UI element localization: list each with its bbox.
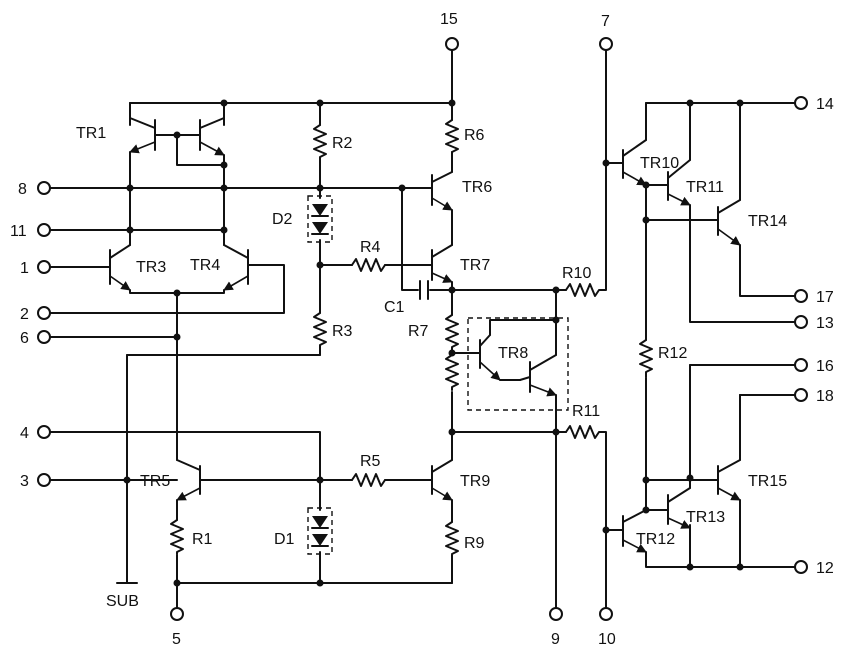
pin-17-terminal [794, 289, 808, 303]
tr10-label: TR10 [640, 155, 679, 172]
r9-symbol [445, 521, 459, 555]
pin-labels: 15 7 8 11 1 2 6 4 3 5 9 10 14 17 13 16 1… [10, 11, 834, 648]
d2-label: D2 [272, 211, 293, 228]
c1-label: C1 [384, 299, 405, 316]
r5-symbol [351, 473, 388, 487]
resistors [170, 119, 653, 555]
r2-label: R2 [332, 135, 353, 152]
c1-symbol [419, 280, 429, 300]
r4-symbol [351, 258, 388, 272]
pin-7-label: 7 [601, 13, 610, 30]
tr14-label: TR14 [748, 213, 787, 230]
pin-10-label: 10 [598, 631, 616, 648]
tr15-label: TR15 [748, 473, 787, 490]
pin-15-terminal [445, 37, 459, 51]
r7b-symbol [445, 354, 459, 391]
tr4-label: TR4 [190, 257, 220, 274]
pin-13-label: 13 [816, 315, 834, 332]
pin-16-label: 16 [816, 358, 834, 375]
pin-2-label: 2 [20, 306, 29, 323]
r12-label: R12 [658, 345, 687, 362]
pin-1-label: 1 [20, 260, 29, 277]
tr6-label: TR6 [462, 179, 492, 196]
pin-5-terminal [170, 607, 184, 621]
tr9-label: TR9 [460, 473, 490, 490]
tr8-label: TR8 [498, 345, 528, 362]
pin-13-terminal [794, 315, 808, 329]
tr1-label: TR1 [76, 125, 106, 142]
pin-3-label: 3 [20, 473, 29, 490]
pin-12-label: 12 [816, 560, 834, 577]
r6-label: R6 [464, 127, 485, 144]
r12-symbol [639, 339, 653, 378]
junctions [123, 99, 744, 587]
pin-6-terminal [37, 330, 51, 344]
pin-6-label: 6 [20, 330, 29, 347]
r6-symbol [445, 119, 459, 153]
r11-symbol [565, 425, 602, 439]
component-labels: TR1 TR3 TR4 TR5 TR6 TR7 TR8 TR9 TR10 TR1… [76, 125, 787, 610]
tr11-label: TR11 [686, 179, 724, 196]
transistors [109, 102, 741, 553]
pin-14-terminal [794, 96, 808, 110]
pin-18-label: 18 [816, 388, 834, 405]
pin-9-label: 9 [551, 631, 560, 648]
r9-label: R9 [464, 535, 485, 552]
tr7-label: TR7 [460, 257, 490, 274]
r5-label: R5 [360, 453, 381, 470]
r4-label: R4 [360, 239, 381, 256]
tr13-label: TR13 [686, 509, 725, 526]
pin-8-terminal [37, 181, 51, 195]
pin-2-terminal [37, 306, 51, 320]
r11-label: R11 [572, 403, 600, 420]
pin-7-terminal [599, 37, 613, 51]
pin-4-terminal [37, 425, 51, 439]
pin-9-terminal [549, 607, 563, 621]
r1-symbol [170, 519, 184, 555]
r3-label: R3 [332, 323, 353, 340]
sub-label: SUB [106, 593, 139, 610]
pin-1-terminal [37, 260, 51, 274]
pin-14-label: 14 [816, 96, 834, 113]
r2-symbol [313, 124, 327, 163]
pin-16-terminal [794, 358, 808, 372]
pin-11-label: 11 [10, 223, 27, 240]
pin-11-terminal [37, 223, 51, 237]
tr8-dashed-box [467, 317, 569, 411]
pin-15-label: 15 [440, 11, 458, 28]
pin-10-terminal [599, 607, 613, 621]
r7-symbol [445, 314, 459, 351]
wires [49, 49, 796, 609]
d1-label: D1 [274, 531, 295, 548]
d2-symbol [307, 195, 333, 243]
terminals [37, 37, 808, 621]
tr12-label: TR12 [636, 531, 675, 548]
r3-symbol [313, 312, 327, 348]
r1-label: R1 [192, 531, 213, 548]
pin-17-label: 17 [816, 289, 834, 306]
pin-18-terminal [794, 388, 808, 402]
pin-12-terminal [794, 560, 808, 574]
tr3-label: TR3 [136, 259, 166, 276]
pin-8-label: 8 [18, 181, 27, 198]
r10-symbol [565, 283, 602, 297]
d1-symbol [307, 507, 333, 555]
tr5-label: TR5 [140, 473, 170, 490]
r7-label: R7 [408, 323, 429, 340]
pin-3-terminal [37, 473, 51, 487]
r10-label: R10 [562, 265, 591, 282]
pin-5-label: 5 [172, 631, 181, 648]
pin-4-label: 4 [20, 425, 29, 442]
